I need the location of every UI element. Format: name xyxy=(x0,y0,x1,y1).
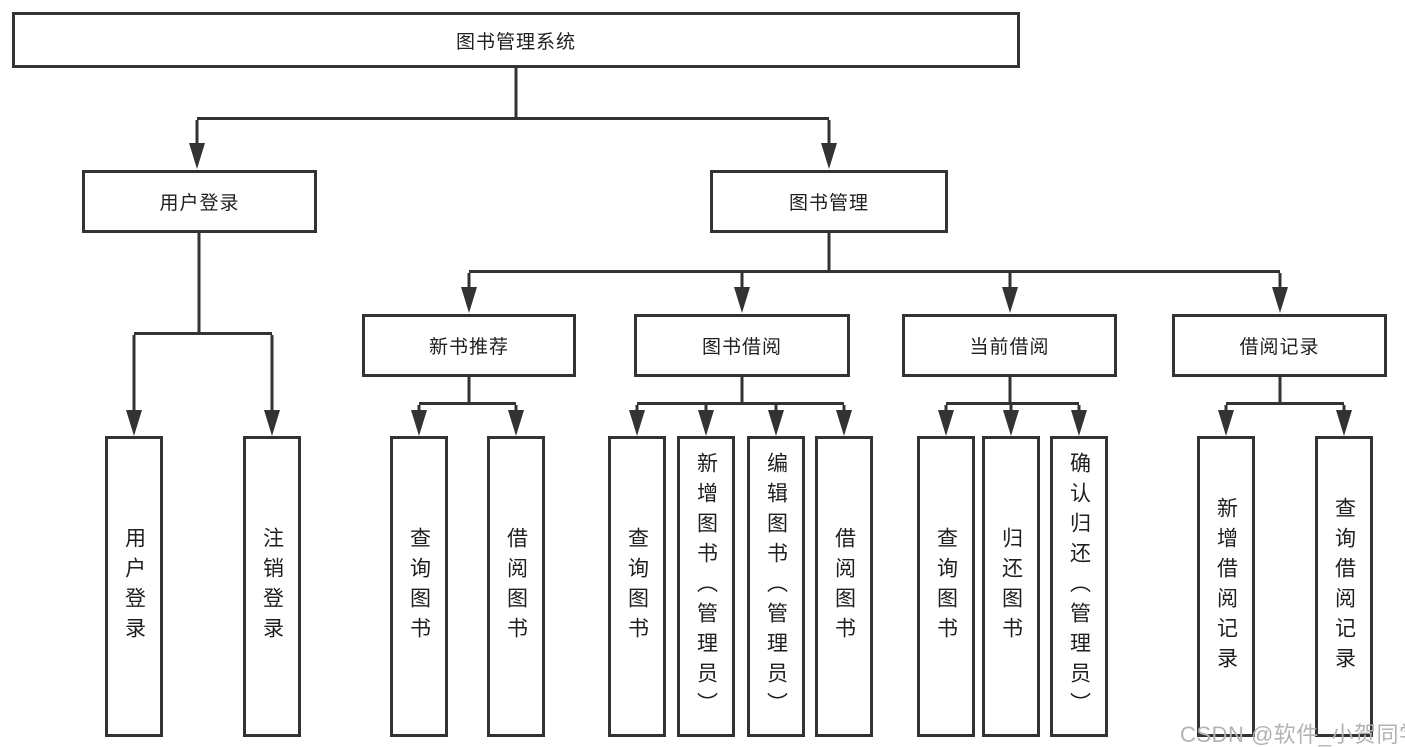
node-book-borrow: 图书借阅 xyxy=(634,314,850,377)
node-label: 新书推荐 xyxy=(428,337,509,358)
node-label: 归还图书 xyxy=(999,526,1023,647)
node-leaf-borrow-books-rec: 借阅图书 xyxy=(487,436,545,737)
node-leaf-logout: 注销登录 xyxy=(243,436,301,737)
node-current-borrow: 当前借阅 xyxy=(902,314,1117,377)
node-leaf-add-borrow-record: 新增借阅记录 xyxy=(1197,436,1255,737)
node-leaf-borrow-books: 借阅图书 xyxy=(815,436,873,737)
node-leaf-search-books-current: 查询图书 xyxy=(917,436,975,737)
node-borrow-records: 借阅记录 xyxy=(1172,314,1387,377)
node-label: 查询借阅记录 xyxy=(1332,496,1356,677)
node-leaf-confirm-return-admin: 确认归还（管理员） xyxy=(1050,436,1108,737)
node-label: 注销登录 xyxy=(260,526,284,647)
csdn-watermark: CSDN @软件_小贺同学 xyxy=(1180,722,1405,747)
node-leaf-search-borrow-record: 查询借阅记录 xyxy=(1315,436,1373,737)
node-leaf-return-books: 归还图书 xyxy=(982,436,1040,737)
node-leaf-edit-books-admin: 编辑图书（管理员） xyxy=(747,436,805,737)
node-user-login: 用户登录 xyxy=(82,170,317,233)
node-label: 当前借阅 xyxy=(969,337,1050,358)
node-label: 编辑图书（管理员） xyxy=(764,451,788,722)
node-book-management: 图书管理 xyxy=(710,170,948,233)
node-label: 图书借阅 xyxy=(701,337,782,358)
node-label: 借阅图书 xyxy=(832,526,856,647)
node-label: 查询图书 xyxy=(625,526,649,647)
node-new-book-recommend: 新书推荐 xyxy=(362,314,576,377)
node-leaf-add-books-admin: 新增图书（管理员） xyxy=(677,436,735,737)
node-leaf-search-books-rec: 查询图书 xyxy=(390,436,448,737)
node-label: 新增图书（管理员） xyxy=(694,451,718,722)
node-library-system: 图书管理系统 xyxy=(12,12,1020,68)
node-leaf-user-login: 用户登录 xyxy=(105,436,163,737)
node-label: 查询图书 xyxy=(934,526,958,647)
node-leaf-search-books-borrow: 查询图书 xyxy=(608,436,666,737)
node-label: 用户登录 xyxy=(122,526,146,647)
node-label: 确认归还（管理员） xyxy=(1067,451,1091,722)
node-label: 查询图书 xyxy=(407,526,431,647)
node-label: 借阅图书 xyxy=(504,526,528,647)
node-label: 用户登录 xyxy=(159,193,240,214)
node-label: 新增借阅记录 xyxy=(1214,496,1238,677)
node-label: 图书管理系统 xyxy=(455,31,576,53)
node-label: 图书管理 xyxy=(788,193,869,214)
node-label: 借阅记录 xyxy=(1239,337,1320,358)
